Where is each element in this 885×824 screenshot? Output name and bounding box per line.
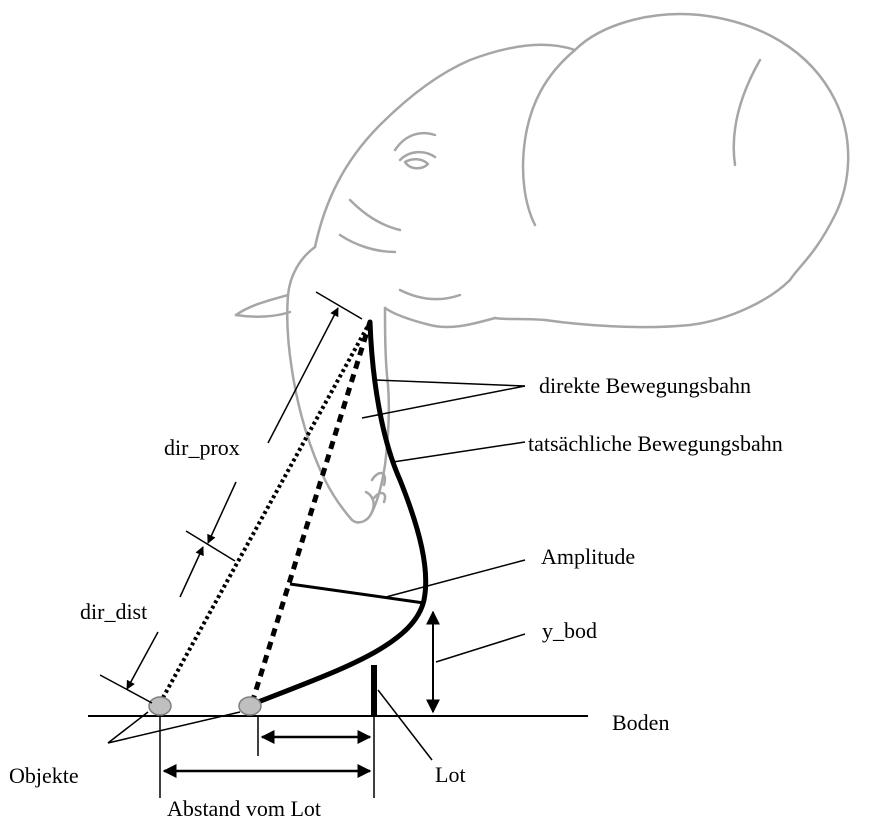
tick-top [316,292,362,319]
label-actual-path: tatsächliche Bewegungsbahn [528,431,783,456]
tick-bottom [100,675,152,703]
leader-direct-2 [362,386,525,418]
label-y-bod: y_bod [542,618,597,643]
label-objects: Objekte [9,763,79,788]
leader-amplitude [386,560,525,597]
label-direct-path: direkte Bewegungsbahn [539,373,751,398]
amplitude-line [290,584,424,603]
leader-actual [393,442,525,462]
label-distance-from-plumb: Abstand vom Lot [167,796,321,821]
label-dir-dist: dir_dist [80,599,147,624]
dir-dist-arrow-upper [180,547,203,597]
leader-direct-1 [376,380,525,386]
leader-y-bod [436,634,525,662]
leader-lot [378,690,432,760]
tick-mid [186,531,235,561]
actual-path-curve [258,322,426,702]
label-ground: Boden [612,710,669,735]
direct-path-far [160,322,370,703]
direct-path-near [252,322,370,703]
label-amplitude: Amplitude [541,544,635,569]
dir-dist-arrow-lower [127,632,158,689]
label-dir-prox: dir_prox [164,435,240,460]
object-far [149,697,171,715]
label-plumb-line: Lot [435,762,466,787]
dir-prox-arrow-lower [208,482,236,543]
object-near [239,697,261,715]
